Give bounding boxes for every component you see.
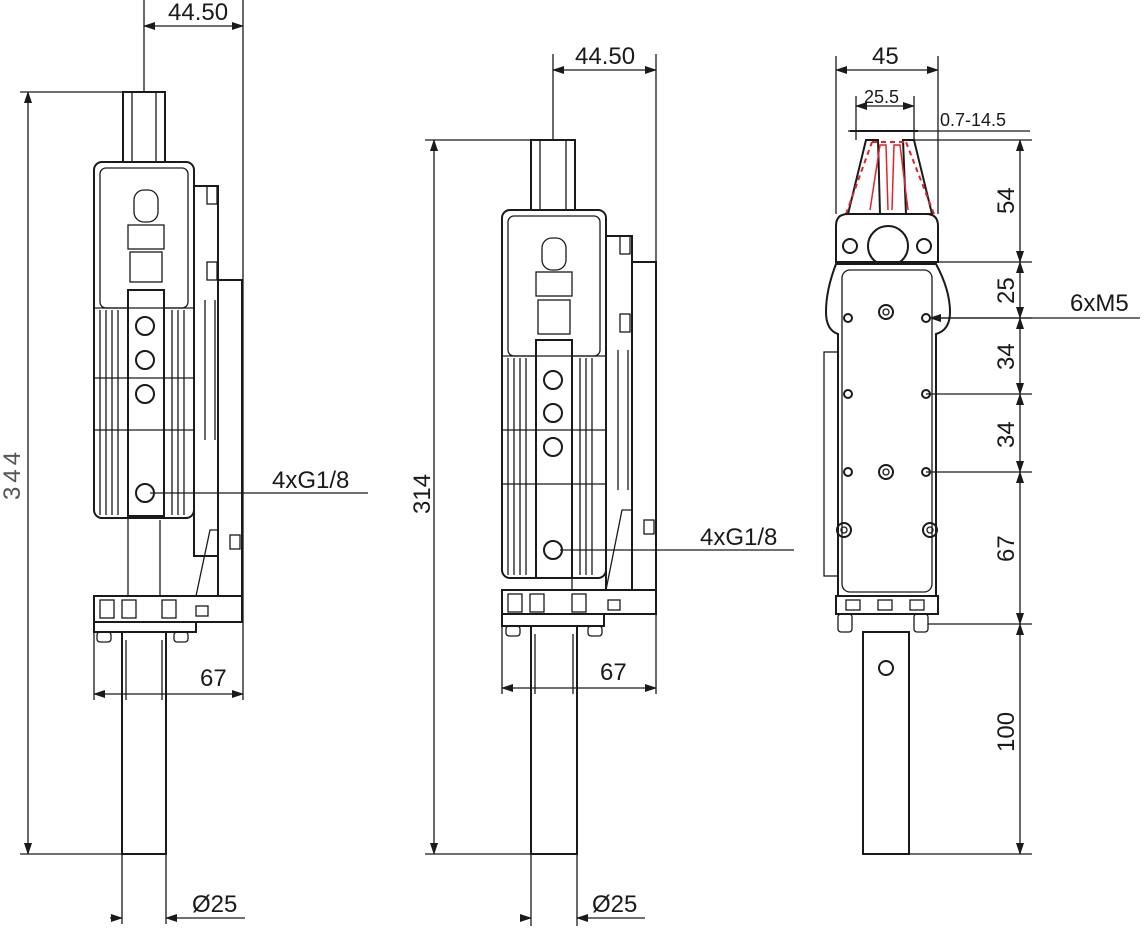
middle-shaft-diameter: Ø25 (592, 891, 637, 918)
right-height-5: 67 (993, 535, 1020, 562)
middle-top-width: 44.50 (575, 43, 635, 70)
right-total-width: 45 (872, 43, 899, 70)
right-height-2: 25 (993, 277, 1020, 304)
right-jaw-width: 25.5 (864, 87, 899, 107)
right-view (823, 139, 952, 855)
right-stroke-range: 0.7-14.5 (940, 110, 1006, 130)
right-thread-label: 6xM5 (1070, 290, 1129, 317)
right-height-3: 34 (993, 343, 1020, 370)
left-port-label: 4xG1/8 (272, 467, 349, 494)
middle-total-height: 314 (409, 474, 436, 514)
left-view (93, 91, 243, 855)
left-bottom-width: 67 (200, 665, 227, 692)
left-total-height: 344 (0, 448, 26, 500)
left-shaft-diameter: Ø25 (192, 891, 237, 918)
right-height-6: 100 (993, 712, 1020, 752)
right-height-1: 54 (993, 187, 1020, 214)
right-height-4: 34 (993, 421, 1020, 448)
middle-view (501, 139, 657, 855)
middle-bottom-width: 67 (600, 659, 627, 686)
middle-port-label: 4xG1/8 (700, 524, 777, 551)
left-top-width: 44.50 (168, 0, 228, 26)
left-dimensions: 44.50 344 4xG1/8 67 Ø25 (0, 0, 368, 924)
right-dimensions: 45 25.5 0.7-14.5 54 25 34 34 67 100 6xM5 (835, 43, 1140, 855)
middle-dimensions: 44.50 314 4xG1/8 67 Ø25 (409, 43, 794, 926)
